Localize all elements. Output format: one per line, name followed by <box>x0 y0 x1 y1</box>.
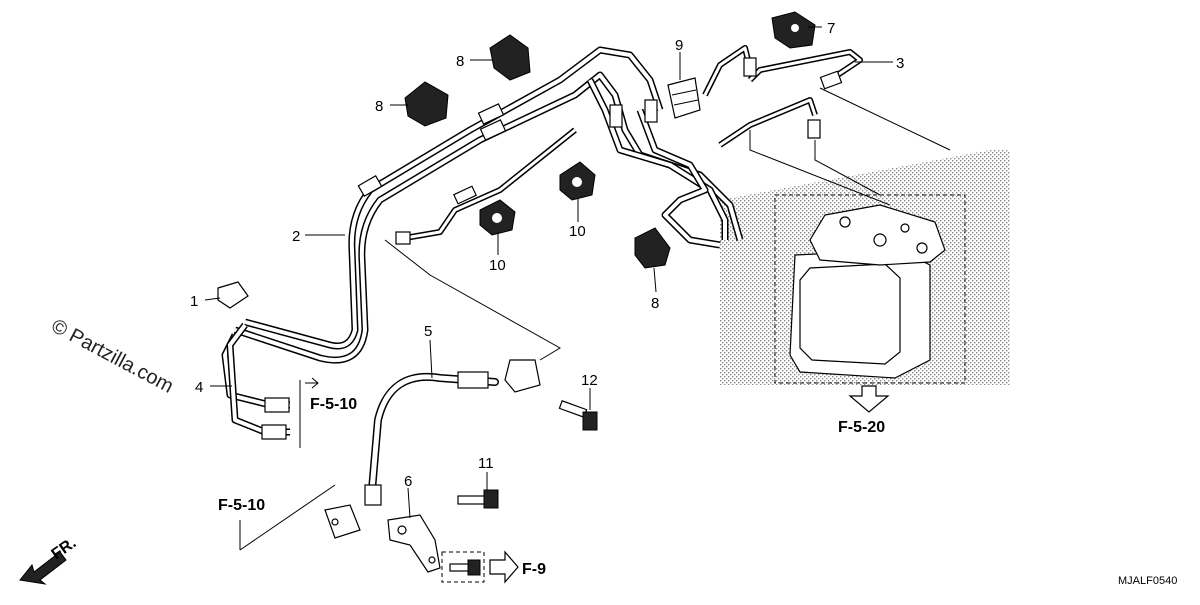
arrow-right-icon-f9 <box>489 550 519 584</box>
callout-1: 1 <box>190 293 198 310</box>
callout-3: 3 <box>896 55 904 72</box>
clamp-8-upper <box>489 34 531 81</box>
brake-pipe-lower <box>395 127 577 245</box>
callout-10-lower: 10 <box>489 257 506 274</box>
brake-hose-5 <box>324 359 541 539</box>
brake-pipe-2 <box>233 46 744 364</box>
callout-9: 9 <box>675 37 683 54</box>
arrow-right-icon <box>305 377 319 389</box>
clip-1 <box>217 281 249 309</box>
leader-lines <box>204 26 951 551</box>
callout-11: 11 <box>478 455 494 472</box>
clamp-8-middle <box>404 81 449 127</box>
brake-pipe-4 <box>221 322 290 440</box>
bolt-12 <box>558 400 598 431</box>
callout-8-upper: 8 <box>456 53 464 70</box>
watermark: © Partzilla.com <box>48 315 177 398</box>
callout-6: 6 <box>404 473 412 490</box>
callout-4: 4 <box>195 379 203 396</box>
callout-5: 5 <box>424 323 432 340</box>
clamp-9 <box>667 77 701 119</box>
brake-pipe-3 <box>702 45 863 148</box>
ref-f-5-20: F-5-20 <box>838 419 885 436</box>
abs-modulator-unit <box>774 194 966 384</box>
diagram-code: MJALF0540 <box>1118 575 1177 587</box>
bolt-11 <box>457 489 499 509</box>
front-arrow-icon <box>19 551 67 585</box>
ref-f-5-10-upper: F-5-10 <box>310 396 357 413</box>
ref-f-5-10-lower: F-5-10 <box>218 497 265 514</box>
callout-8-middle: 8 <box>375 98 383 115</box>
clamp-10-lower <box>479 199 516 236</box>
bracket-6 <box>387 514 441 573</box>
callout-12: 12 <box>581 372 598 389</box>
clamp-10-upper <box>559 161 596 201</box>
clamp-7 <box>771 11 816 49</box>
clamp-8-lower <box>634 227 671 269</box>
callout-10-upper: 10 <box>569 223 586 240</box>
ref-f-9: F-9 <box>522 561 546 578</box>
callout-7: 7 <box>827 20 835 37</box>
callout-8-lower: 8 <box>651 295 659 312</box>
arrow-down-icon <box>848 385 890 413</box>
bolt-f9 <box>441 551 485 583</box>
callout-2: 2 <box>292 228 300 245</box>
